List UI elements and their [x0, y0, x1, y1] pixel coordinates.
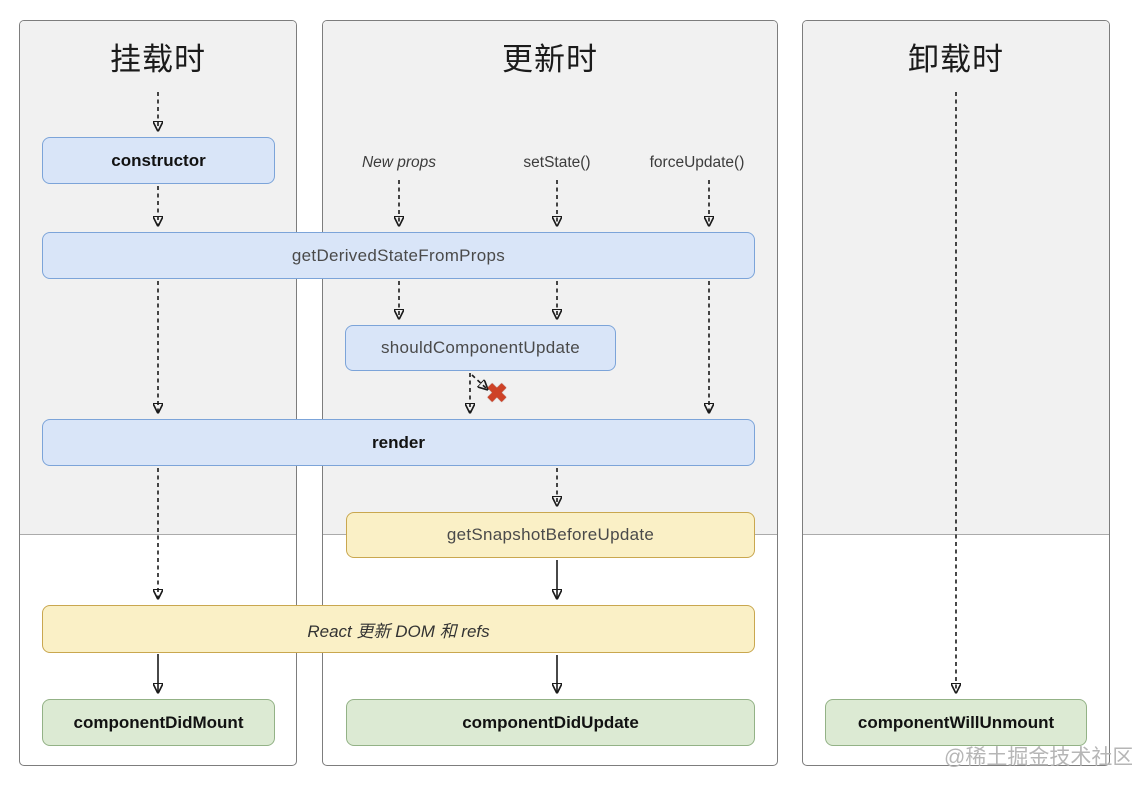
node-gdsfp-label: getDerivedStateFromProps: [291, 245, 506, 265]
node-cdm-label: componentDidMount: [73, 712, 244, 732]
node-shouldcomponentupdate: shouldComponentUpdate: [345, 325, 616, 371]
column-title-mounting: 挂载时: [110, 42, 206, 77]
column-updating: [322, 20, 778, 766]
node-render-label: render: [372, 432, 425, 452]
column-unmounting: [802, 20, 1110, 766]
node-react-update-label: React 更新 DOM 和 refs: [307, 621, 490, 641]
node-constructor: constructor: [42, 137, 275, 184]
render-phase-background: [803, 21, 1109, 535]
node-scu-label: shouldComponentUpdate: [380, 338, 581, 357]
abort-x-icon: ✖: [486, 378, 508, 408]
node-componentwillunmount: componentWillUnmount: [825, 699, 1087, 746]
node-componentdidupdate: componentDidUpdate: [346, 699, 755, 746]
column-mounting: [19, 20, 297, 766]
node-constructor-label: constructor: [111, 150, 206, 170]
node-react-updates-dom-refs: React 更新 DOM 和 refs: [42, 605, 755, 653]
node-render: render: [42, 419, 755, 466]
trigger-forceupdate-label: forceUpdate(): [649, 154, 745, 171]
column-title-unmounting: 卸载时: [908, 42, 1004, 77]
column-title-updating: 更新时: [502, 42, 598, 77]
node-gsbu-label: getSnapshotBeforeUpdate: [446, 525, 655, 544]
node-cdu-label: componentDidUpdate: [462, 712, 639, 732]
node-cwu-label: componentWillUnmount: [857, 712, 1055, 732]
node-getsnapshotbeforeupdate: getSnapshotBeforeUpdate: [346, 512, 755, 558]
node-componentdidmount: componentDidMount: [42, 699, 275, 746]
node-getderivedstatefromprops: getDerivedStateFromProps: [42, 232, 755, 279]
trigger-new-props-label: New props: [361, 154, 437, 171]
trigger-setstate-label: setState(): [523, 154, 591, 171]
watermark: @稀土掘金技术社区: [944, 746, 1132, 769]
